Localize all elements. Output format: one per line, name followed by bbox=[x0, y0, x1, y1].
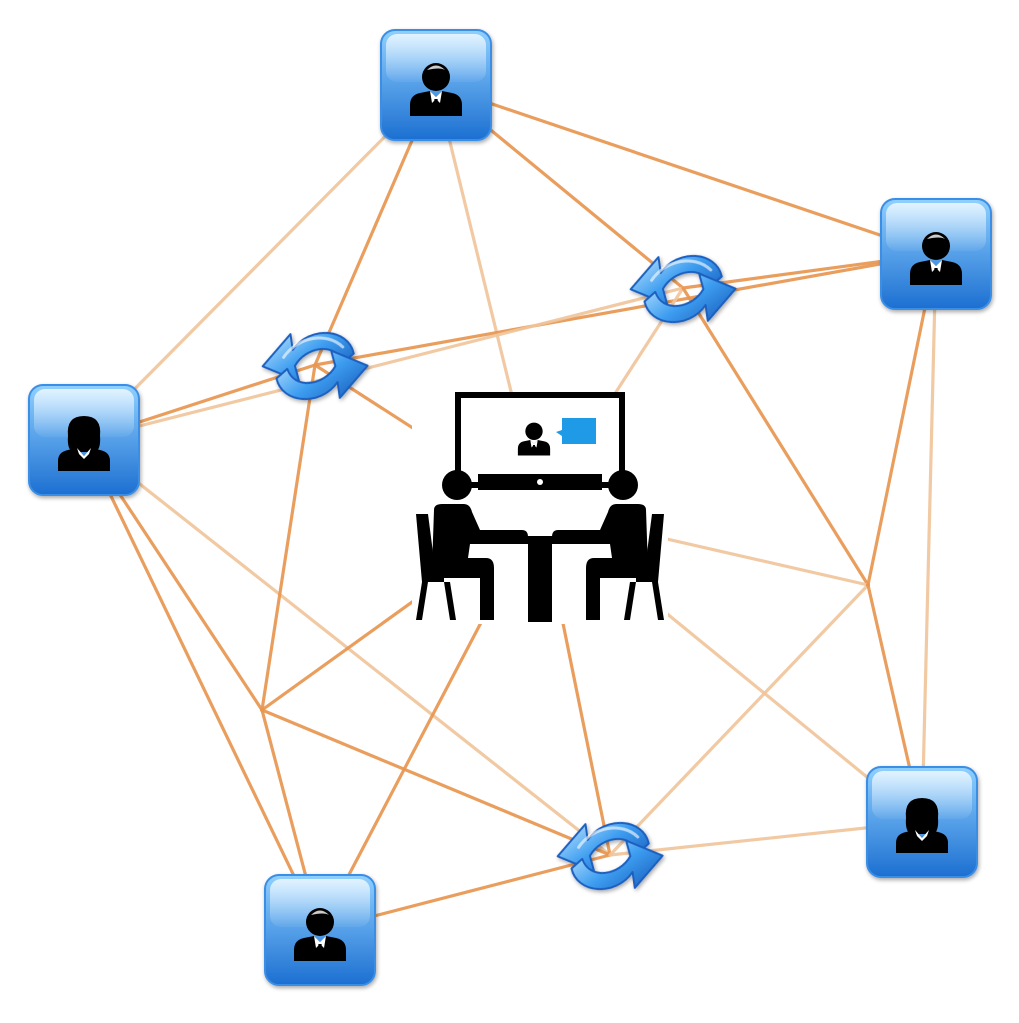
presenter-icon bbox=[517, 422, 551, 456]
sync-arrows-icon[interactable] bbox=[259, 324, 372, 408]
nodes bbox=[28, 29, 992, 986]
connection-line-user-left-to-user-bottom-left bbox=[82, 438, 322, 932]
seated-person-left-icon bbox=[416, 470, 528, 620]
connection-line-user-top-to-user-left bbox=[82, 83, 438, 442]
video-screen bbox=[455, 392, 625, 490]
connection-line-user-right-to-sync-left bbox=[313, 252, 938, 367]
businesswoman-icon bbox=[896, 798, 948, 853]
user-top-tile[interactable] bbox=[380, 29, 492, 141]
connection-line-sync-left-to-hub-left bbox=[260, 363, 317, 712]
sync-arrows-icon[interactable] bbox=[554, 814, 667, 898]
sync-arrows-icon[interactable] bbox=[627, 247, 740, 331]
video-conference-icon bbox=[412, 392, 668, 624]
connection-line-sync-right-to-hub-right bbox=[681, 286, 870, 587]
businessman-icon bbox=[294, 908, 346, 961]
connection-line-hub-right-to-sync-bottom bbox=[608, 583, 870, 857]
seated-person-right-icon bbox=[552, 470, 664, 620]
connection-line-user-right-to-user-bottom-right bbox=[920, 252, 938, 824]
hub-left-junction bbox=[260, 708, 264, 712]
businessman-icon bbox=[910, 232, 962, 285]
connection-line-user-top-to-user-right bbox=[434, 83, 938, 256]
meeting-table-icon bbox=[484, 536, 596, 622]
connection-line-hub-left-to-sync-bottom bbox=[260, 708, 612, 857]
user-left-tile[interactable] bbox=[28, 384, 140, 496]
businesswoman-icon bbox=[58, 416, 110, 471]
chat-bubble-icon bbox=[556, 418, 596, 444]
user-bottom-left-tile[interactable] bbox=[264, 874, 376, 986]
connection-line-user-left-to-sync-right bbox=[82, 286, 685, 442]
user-right-tile[interactable] bbox=[880, 198, 992, 310]
user-bottom-right-tile[interactable] bbox=[866, 766, 978, 878]
sync-arrow-lower bbox=[275, 349, 369, 401]
sync-arrow-lower bbox=[570, 839, 664, 891]
hub-right-junction bbox=[866, 583, 870, 587]
sync-arrow-lower bbox=[643, 272, 737, 324]
businessman-icon bbox=[410, 63, 462, 116]
